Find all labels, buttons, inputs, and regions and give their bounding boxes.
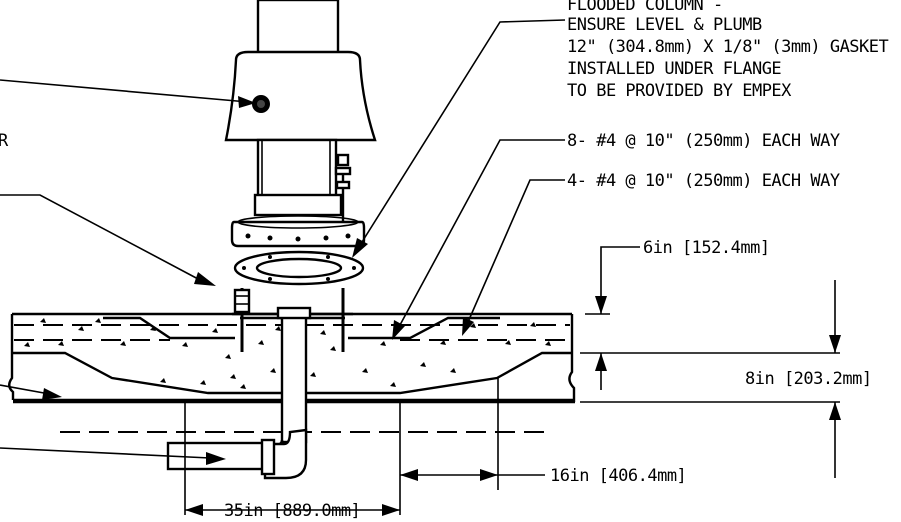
aggregate-stipple [24, 318, 551, 389]
dim-8in-label: 8in [203.2mm] [745, 369, 872, 389]
note-rebar-bottom: 4- #4 @ 10" (250mm) EACH WAY [567, 171, 840, 191]
column-assembly [224, 0, 377, 286]
gasket-ring [233, 250, 365, 286]
note-clipped-left: R [0, 131, 9, 151]
dim-16in-label: 16in [406.4mm] [550, 466, 686, 486]
dimension-lines [184, 246, 841, 516]
note-column-line2: ENSURE LEVEL & PLUMB [567, 15, 762, 35]
note-rebar-top: 8- #4 @ 10" (250mm) EACH WAY [567, 131, 840, 151]
dim-6in-label: 6in [152.4mm] [643, 238, 770, 258]
note-column-line1: FLOODED COLUMN - [567, 0, 723, 15]
note-gasket-line1: 12" (304.8mm) X 1/8" (3mm) GASKET [567, 37, 889, 57]
note-gasket-line2: INSTALLED UNDER FLANGE [567, 59, 781, 79]
dim-35in-label: 35in [889.0mm] [224, 501, 360, 521]
note-gasket-line3: TO BE PROVIDED BY EMPEX [567, 81, 792, 101]
leader-lines [0, 19, 566, 465]
